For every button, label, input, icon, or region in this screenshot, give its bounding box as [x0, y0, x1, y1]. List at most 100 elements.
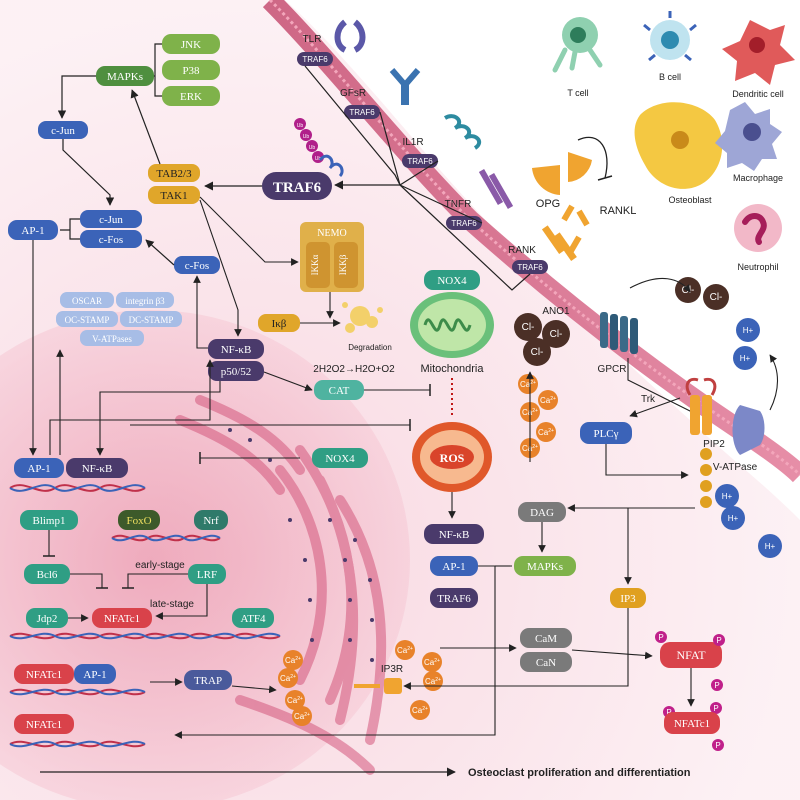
pip2-chain	[700, 448, 712, 508]
svg-text:P: P	[714, 681, 719, 690]
svg-text:c-Fos: c-Fos	[99, 234, 123, 246]
foxo-node: FoxO	[118, 510, 160, 530]
blimp1-node: Blimp1	[20, 510, 78, 530]
calcium-ion: Ca2+	[285, 690, 305, 710]
svg-text:P: P	[716, 636, 721, 645]
mapks-node: MAPKs	[96, 66, 154, 86]
cjun-node: c-Jun	[38, 121, 88, 139]
svg-text:V-ATPases: V-ATPases	[92, 334, 132, 344]
svg-text:MAPKs: MAPKs	[527, 561, 563, 573]
svg-text:NF-κB: NF-κB	[439, 529, 470, 541]
svg-text:H+: H+	[765, 542, 776, 551]
degradation-icon	[342, 302, 383, 333]
svg-text:H+: H+	[743, 326, 754, 335]
svg-text:Ca2+: Ca2+	[397, 646, 413, 655]
svg-text:Ca2+: Ca2+	[540, 396, 556, 405]
svg-text:NOX4: NOX4	[325, 453, 355, 465]
calcium-cluster-er: Ca2+Ca2+Ca2+Ca2+Ca2+Ca2+Ca2+Ca2+	[278, 640, 443, 726]
svg-text:c-Jun: c-Jun	[51, 125, 75, 137]
nox4-node: NOX4	[424, 270, 480, 290]
chloride-ion: Cl-	[703, 284, 729, 310]
svg-text:Ca2+: Ca2+	[287, 696, 303, 705]
svg-text:Nrf: Nrf	[203, 515, 219, 527]
svg-text:NOX4: NOX4	[437, 275, 467, 287]
mapks2-node: MAPKs	[514, 556, 576, 576]
traf6-badge-tlr: TRAF6	[297, 52, 333, 66]
svg-text:c-Jun: c-Jun	[99, 214, 123, 226]
svg-text:TRAF6: TRAF6	[407, 157, 433, 166]
svg-text:H+: H+	[728, 514, 739, 523]
il1r-label: IL1R	[402, 137, 423, 148]
svg-text:TRAF6: TRAF6	[451, 219, 477, 228]
svg-text:IP3: IP3	[620, 593, 636, 605]
svg-text:MAPKs: MAPKs	[107, 71, 143, 83]
tab23-node: TAB2/3	[148, 164, 200, 182]
integrin-node: integrin β3	[116, 292, 174, 308]
svg-text:DAG: DAG	[530, 507, 554, 519]
calcium-ion: Ca2+	[423, 671, 443, 691]
t-cell-icon: T cell	[552, 17, 603, 98]
svg-text:TRAF6: TRAF6	[273, 180, 322, 196]
traf6b-node: TRAF6	[430, 588, 478, 608]
bcl6-node: Bcl6	[24, 564, 70, 584]
cfos-node: c-Fos	[174, 256, 220, 274]
svg-text:P38: P38	[182, 65, 200, 77]
svg-text:TRAF6: TRAF6	[517, 263, 543, 272]
calcium-ion: Ca2+	[536, 422, 556, 442]
nfkb-node: NF-κB	[208, 339, 264, 359]
svg-text:LRF: LRF	[197, 569, 217, 581]
svg-text:Ca2+: Ca2+	[424, 658, 440, 667]
svg-text:Ca2+: Ca2+	[280, 674, 296, 683]
svg-text:TAB2/3: TAB2/3	[156, 168, 192, 180]
gpcr-label: GPCR	[598, 364, 627, 375]
ip3-node: IP3	[610, 588, 646, 608]
svg-text:AP-1: AP-1	[442, 561, 465, 573]
ros-label: ROS	[440, 451, 465, 465]
svg-text:Jdp2: Jdp2	[37, 613, 58, 625]
jdp2-node: Jdp2	[26, 608, 68, 628]
p38-node: P38	[162, 60, 220, 80]
svg-text:ATF4: ATF4	[240, 613, 266, 625]
ikka-node: IKKα	[306, 242, 330, 288]
early-stage-label: early-stage	[135, 560, 185, 571]
svg-text:Ca2+: Ca2+	[412, 706, 428, 715]
svg-text:PLCγ: PLCγ	[593, 428, 618, 440]
tnfr-label: TNFR	[445, 199, 472, 210]
proton-ion: H+	[715, 484, 739, 508]
svg-text:TRAF6: TRAF6	[302, 55, 328, 64]
chloride-ion: Cl-	[542, 320, 570, 348]
svg-text:OSCAR: OSCAR	[72, 296, 102, 306]
trap-node: TRAP	[184, 670, 232, 690]
ap1b-node: AP-1	[74, 664, 116, 684]
late-stage-label: late-stage	[150, 599, 194, 610]
lrf-node: LRF	[188, 564, 226, 584]
rankl-icon	[561, 204, 590, 253]
arrow-tab-to-mapks	[130, 89, 161, 165]
nox4b-node: NOX4	[312, 448, 368, 468]
nfatc1c-node: NFATc1	[14, 714, 74, 734]
svg-text:NF-κB: NF-κB	[221, 344, 252, 356]
opg-label: OPG	[536, 198, 560, 210]
gfsr-receptor: GFsR	[340, 68, 421, 105]
svg-text:OC-STAMP: OC-STAMP	[65, 315, 110, 325]
traf6-coil	[318, 154, 344, 178]
ano1-label: ANO1	[542, 306, 570, 317]
gpcr-icon	[600, 312, 638, 354]
dag-node: DAG	[518, 502, 566, 522]
cjun-complex-node: c-Jun	[80, 210, 142, 228]
gfsr-label: GFsR	[340, 88, 366, 99]
arrow-cjun-to-complex	[62, 139, 115, 206]
arrow-tak-to-ikk	[199, 196, 299, 266]
calcium-ion: Ca2+	[292, 706, 312, 726]
dendritic-cell-icon: Dendritic cell	[722, 20, 795, 99]
arrow-nfkb-to-cat	[263, 371, 313, 392]
proton-ion: H+	[733, 346, 757, 370]
svg-text:DC-STAMP: DC-STAMP	[129, 315, 174, 325]
atf4-node: ATF4	[232, 608, 274, 628]
cam-node: CaM	[520, 628, 572, 648]
svg-text:P: P	[713, 704, 718, 713]
phosphate-group: P	[711, 679, 723, 691]
traf6-badge-rank: TRAF6	[512, 260, 548, 274]
vatpase-label: V-ATPase	[713, 462, 758, 473]
